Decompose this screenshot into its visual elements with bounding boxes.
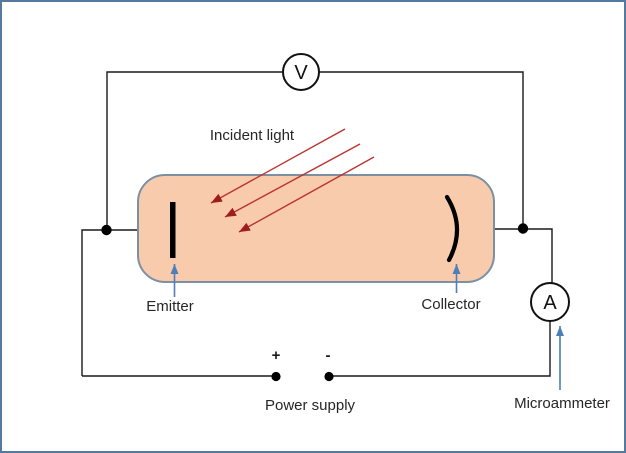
wire-power-negative	[329, 321, 551, 377]
positive-terminal-sign: +	[271, 347, 281, 364]
positive-terminal-dot	[271, 371, 281, 382]
right-junction-dot	[517, 223, 529, 234]
power-supply-label: Power supply	[264, 397, 356, 414]
wire-voltmeter-right	[319, 71, 524, 228]
negative-terminal-sign: -	[325, 347, 331, 364]
junction-dots	[101, 223, 529, 382]
wire-voltmeter-left	[106, 71, 283, 230]
voltmeter-circle	[282, 53, 320, 91]
incident-light-rays	[210, 128, 375, 233]
light-ray	[210, 128, 346, 204]
negative-terminal-dot	[324, 371, 334, 382]
ammeter-symbol: A	[543, 292, 557, 314]
left-junction-dot	[101, 224, 112, 236]
ammeter-circle	[530, 282, 570, 322]
collector-label: Collector	[421, 296, 481, 313]
emitter-label: Emitter	[146, 298, 194, 315]
collector-plate	[444, 194, 460, 263]
light-ray	[238, 156, 375, 233]
microammeter-label: Microammeter	[514, 395, 610, 412]
vacuum-tube	[137, 174, 495, 283]
emitter-plate	[170, 202, 176, 258]
light-ray	[224, 143, 361, 218]
pointer-arrows	[170, 264, 564, 390]
voltmeter-symbol: V	[294, 62, 308, 84]
incident-light-label: Incident light	[209, 127, 295, 144]
